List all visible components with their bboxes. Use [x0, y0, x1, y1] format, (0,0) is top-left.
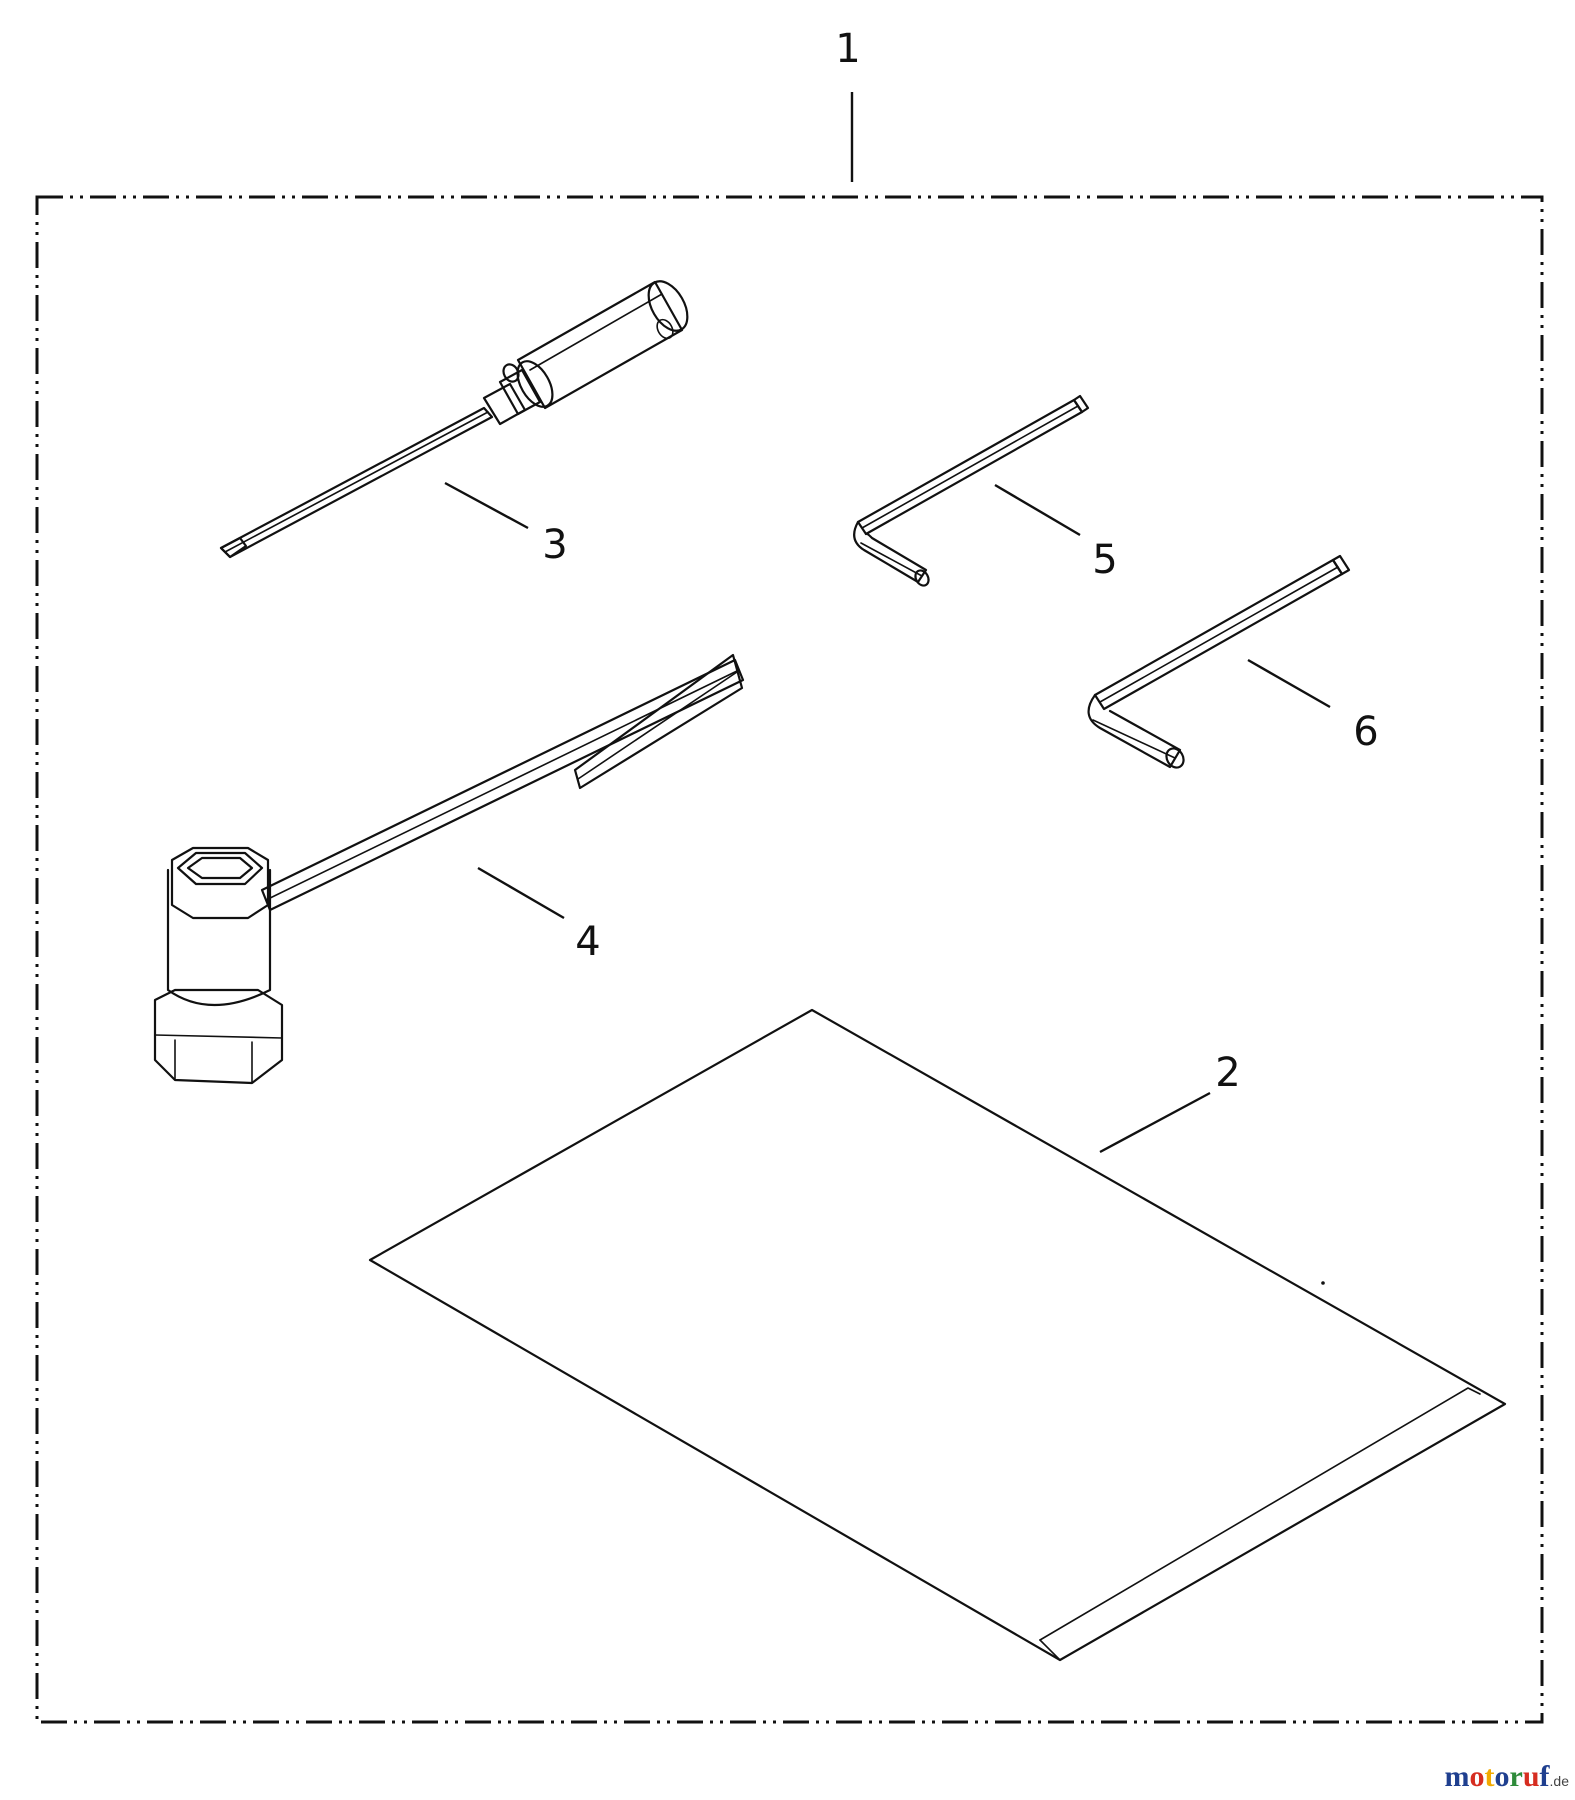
watermark-logo: motoruf.de — [1445, 1760, 1569, 1794]
manual-leader-line — [1099, 1091, 1211, 1154]
watermark-tld: .de — [1549, 1773, 1569, 1789]
kit-boundary-frame — [35, 195, 1544, 1724]
plug-wrench-illustration — [153, 653, 745, 1085]
callout-kit: 1 — [835, 26, 860, 72]
hex-key-large-leader-line — [1247, 658, 1331, 709]
screwdriver-illustration — [219, 280, 689, 559]
plug-wrench-leader-line — [477, 866, 565, 920]
hex-key-large-illustration — [1087, 554, 1351, 769]
screwdriver-leader-line — [444, 481, 529, 530]
watermark-letter: m — [1444, 1760, 1470, 1793]
callout-screwdriver: 3 — [542, 522, 567, 568]
watermark-letter: r — [1509, 1760, 1523, 1793]
callout-manual: 2 — [1215, 1050, 1240, 1096]
callout-hex-key-large: 6 — [1353, 709, 1378, 755]
watermark-letters: motoruf — [1445, 1760, 1550, 1793]
watermark-letter: u — [1522, 1760, 1540, 1793]
watermark-letter: o — [1469, 1760, 1485, 1793]
watermark-letter: o — [1494, 1760, 1510, 1793]
manual-illustration — [368, 1008, 1507, 1662]
callout-plug-wrench: 4 — [575, 919, 600, 965]
watermark-letter: t — [1484, 1760, 1495, 1793]
callout-hex-key-small: 5 — [1092, 537, 1117, 583]
hex-key-small-illustration — [853, 394, 1090, 587]
watermark-letter: f — [1539, 1760, 1550, 1793]
hex-key-small-leader-line — [994, 483, 1081, 537]
